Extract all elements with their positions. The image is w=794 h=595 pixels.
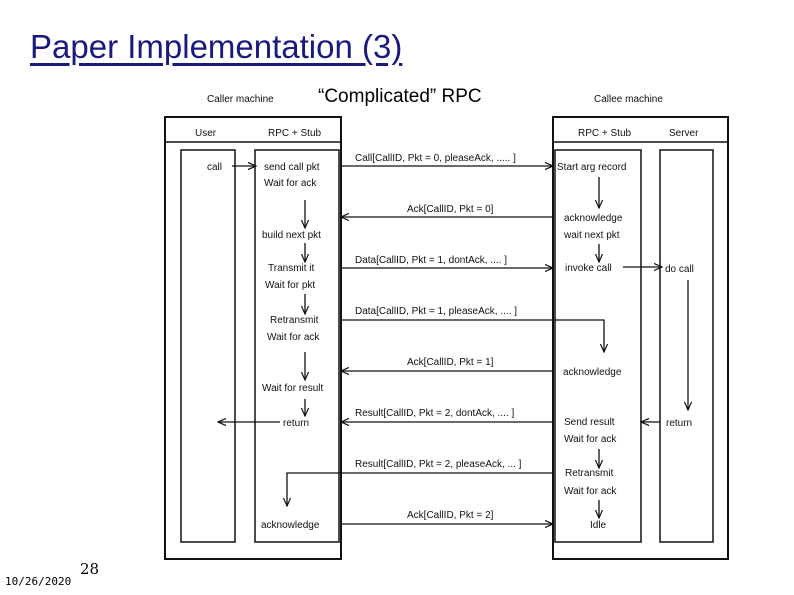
- caller-step-wait-for-ack-2: Wait for ack: [267, 332, 320, 343]
- callee-step-wait-for-ack-2: Wait for ack: [564, 486, 617, 497]
- server-column-header: Server: [669, 128, 699, 139]
- slide-title: Paper Implementation (3): [30, 28, 403, 65]
- caller-stub-column-header: RPC + Stub: [268, 128, 322, 139]
- slide-date: 10/26/2020: [5, 575, 72, 588]
- server-step-do-call: do call: [665, 264, 694, 275]
- callee-stub-column-header: RPC + Stub: [578, 128, 632, 139]
- message-data-pkt1-pleaseack: Data[CallID, Pkt = 1, pleaseAck, .... ]: [355, 306, 517, 317]
- server-step-return: return: [666, 418, 692, 429]
- slide-subtitle: “Complicated” RPC: [318, 86, 482, 107]
- caller-stub-lane: [254, 149, 340, 543]
- caller-step-send-call-pkt: send call pkt: [264, 162, 320, 173]
- caller-step-acknowledge: acknowledge: [261, 520, 320, 531]
- caller-step-build-next-pkt: build next pkt: [262, 230, 321, 241]
- callee-step-acknowledge: acknowledge: [564, 213, 623, 224]
- user-step-call: call: [207, 162, 222, 173]
- callee-stub-lane: [554, 149, 642, 543]
- callee-machine-box: [552, 116, 729, 560]
- user-lane: [180, 149, 236, 543]
- user-column-header: User: [195, 128, 217, 139]
- caller-step-transmit-it: Transmit it: [268, 263, 315, 274]
- caller-step-return: return: [283, 418, 309, 429]
- caller-step-retransmit: Retransmit: [270, 315, 319, 326]
- callee-step-acknowledge-2: acknowledge: [563, 367, 622, 378]
- caller-step-wait-for-pkt: Wait for pkt: [265, 280, 315, 291]
- callee-step-start-arg-record: Start arg record: [557, 162, 626, 173]
- message-ack-pkt0: Ack[CallID, Pkt = 0]: [407, 204, 494, 215]
- callee-step-wait-for-ack: Wait for ack: [564, 434, 617, 445]
- callee-machine-label: Callee machine: [594, 94, 663, 105]
- caller-step-wait-for-result: Wait for result: [262, 383, 324, 394]
- callee-step-idle: Idle: [590, 520, 607, 531]
- message-data-pkt1-dontack: Data[CallID, Pkt = 1, dontAck, .... ]: [355, 255, 507, 266]
- message-ack-pkt2: Ack[CallID, Pkt = 2]: [407, 510, 494, 521]
- message-ack-pkt1: Ack[CallID, Pkt = 1]: [407, 357, 494, 368]
- callee-step-send-result: Send result: [564, 417, 615, 428]
- callee-step-wait-next-pkt: wait next pkt: [563, 230, 620, 241]
- message-result-pkt2-dontack: Result[CallID, Pkt = 2, dontAck, .... ]: [355, 408, 514, 419]
- server-lane: [659, 149, 714, 543]
- caller-machine-box: [164, 116, 342, 560]
- caller-machine-label: Caller machine: [207, 94, 274, 105]
- message-result-pkt2-pleaseack: Result[CallID, Pkt = 2, pleaseAck, ... ]: [355, 459, 522, 470]
- callee-step-invoke-call: invoke call: [565, 263, 612, 274]
- callee-step-retransmit: Retransmit: [565, 468, 614, 479]
- caller-step-wait-for-ack: Wait for ack: [264, 178, 317, 189]
- message-call-pkt0: Call[CallID, Pkt = 0, pleaseAck, ..... ]: [355, 153, 516, 164]
- page-number: 28: [80, 560, 100, 578]
